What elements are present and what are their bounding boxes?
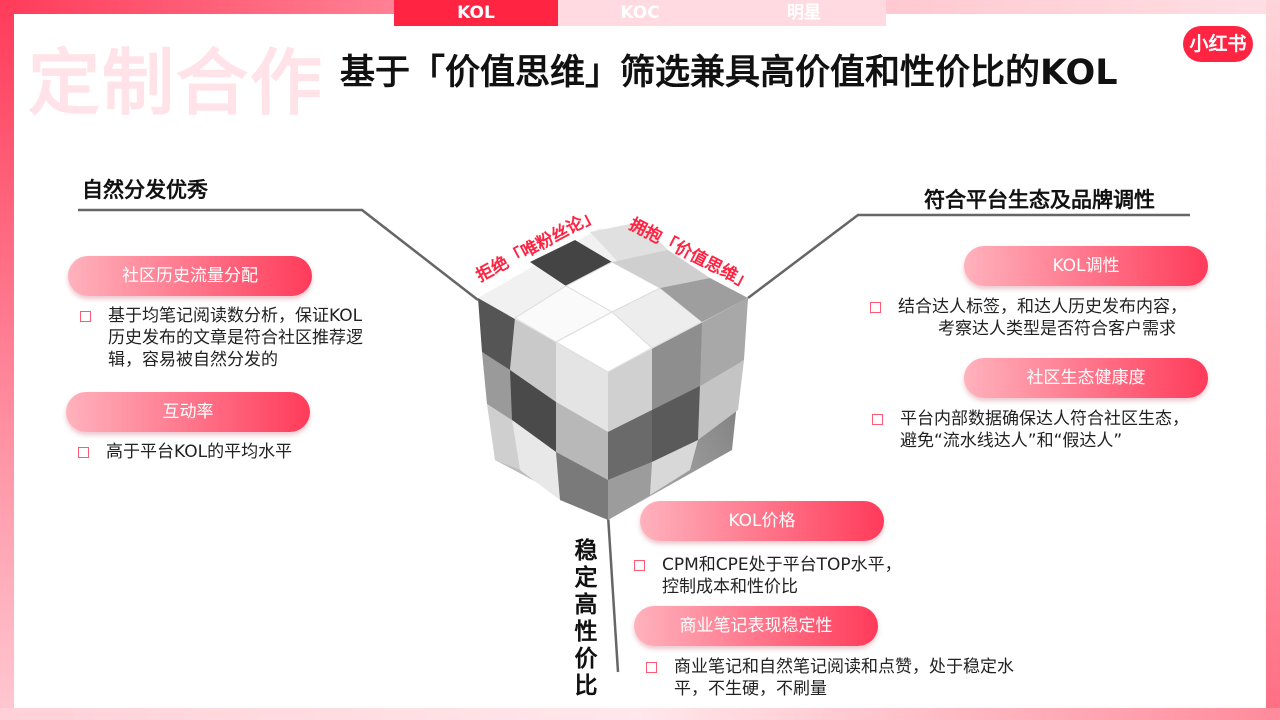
page-title: 基于「价值思维」筛选兼具高价值和性价比的KOL <box>340 53 1118 93</box>
bullet-line: 结合达人标签，和达人历史发布内容， <box>898 297 1187 317</box>
brand-logo: 小红书 <box>1183 26 1253 62</box>
left-connector-line <box>78 208 479 301</box>
checkbox-icon <box>78 447 89 458</box>
bullet-kol-price: CPM和CPE处于平台TOP水平， 控制成本和性价比 <box>634 554 954 598</box>
pill-commercial-stability: 商业笔记表现稳定性 <box>634 606 878 646</box>
pill-community-traffic: 社区历史流量分配 <box>68 256 312 296</box>
bullet-line: 历史发布的文章是符合社区推荐逻 <box>108 328 363 348</box>
pill-kol-price: KOL价格 <box>640 501 884 541</box>
watermark-text: 定制合作 <box>28 41 325 125</box>
checkbox-icon <box>634 560 645 571</box>
bullet-line: CPM和CPE处于平台TOP水平， <box>662 555 902 575</box>
bottom-section-heading: 稳定高性价比 <box>574 538 598 699</box>
checkbox-icon <box>80 311 91 322</box>
bottom-connector-line <box>606 514 620 673</box>
bullet-line: 商业笔记和自然笔记阅读和点赞，处于稳定水 <box>674 657 1014 677</box>
left-border <box>0 0 14 720</box>
left-section-heading: 自然分发优秀 <box>82 178 208 202</box>
checkbox-icon <box>870 302 881 313</box>
bullet-line: 平台内部数据确保达人符合社区生态， <box>900 409 1189 429</box>
bullet-line: 考察达人类型是否符合客户需求 <box>938 319 1176 339</box>
bullet-line: 高于平台KOL的平均水平 <box>106 442 293 462</box>
tab-koc[interactable]: KOC <box>558 0 722 26</box>
tab-bar: KOL KOC 明星 <box>394 0 886 26</box>
pill-kol-tone: KOL调性 <box>964 246 1208 286</box>
bullet-line: 辑，容易被自然分发的 <box>108 350 278 370</box>
bullet-line: 平，不生硬，不刷量 <box>674 679 827 699</box>
bullet-commercial-stability: 商业笔记和自然笔记阅读和点赞，处于稳定水 平，不生硬，不刷量 <box>646 656 1066 700</box>
checkbox-icon <box>872 414 883 425</box>
bullet-line: 避免“流水线达人”和“假达人” <box>900 431 1123 451</box>
bullet-community-health: 平台内部数据确保达人符合社区生态， 避免“流水线达人”和“假达人” <box>872 408 1232 452</box>
bullet-line: 控制成本和性价比 <box>662 577 798 597</box>
tab-celebrity[interactable]: 明星 <box>722 0 886 26</box>
bullet-community-traffic: 基于均笔记阅读数分析，保证KOL 历史发布的文章是符合社区推荐逻 辑，容易被自然… <box>80 305 420 371</box>
bullet-kol-tone: 结合达人标签，和达人历史发布内容， 考察达人类型是否符合客户需求 <box>870 296 1230 340</box>
pill-community-health: 社区生态健康度 <box>964 358 1208 398</box>
checkbox-icon <box>646 662 657 673</box>
bullet-line: 基于均笔记阅读数分析，保证KOL <box>108 306 363 326</box>
tab-kol[interactable]: KOL <box>394 0 558 26</box>
right-section-heading: 符合平台生态及品牌调性 <box>924 188 1155 212</box>
right-border <box>1266 0 1280 720</box>
bullet-engagement-rate: 高于平台KOL的平均水平 <box>78 441 418 463</box>
bottom-border <box>0 708 1280 720</box>
pill-engagement-rate: 互动率 <box>66 392 310 432</box>
right-connector-line <box>747 213 1190 299</box>
